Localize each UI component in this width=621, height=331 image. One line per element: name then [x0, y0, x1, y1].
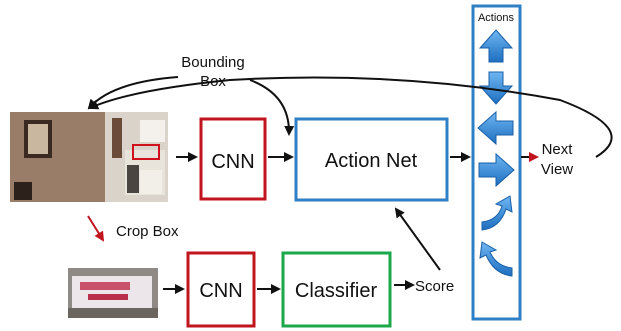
input-scene-image — [10, 112, 168, 202]
up-arrow-icon — [478, 29, 514, 63]
cnn-top-label: CNN — [211, 151, 254, 173]
next-view-label-line1: Next — [542, 141, 574, 158]
bounding-box-label-line1: Bounding — [181, 54, 244, 71]
bounding-box-to-actionnet-arrow — [249, 79, 295, 136]
cnn-bottom-label: CNN — [199, 280, 242, 302]
down-arrow-icon — [478, 71, 514, 105]
right-arrow-icon — [478, 152, 515, 188]
action-net-box — [294, 117, 449, 202]
cropped-object-image — [68, 268, 158, 318]
crop-box-label: Crop Box — [116, 223, 179, 240]
left-arrow-icon — [477, 110, 514, 146]
bounding-box-marker — [132, 144, 160, 160]
cnn-bottom-box — [186, 251, 256, 328]
classifier-label: Classifier — [295, 280, 378, 302]
score-label: Score — [415, 278, 454, 295]
score-to-actionnet-arrow — [394, 207, 441, 271]
rotate-counterclockwise-arrow-icon — [479, 241, 513, 277]
actions-title: Actions — [478, 12, 515, 24]
classifier-box — [281, 251, 392, 328]
crop-box-arrow — [87, 215, 105, 242]
next-view-label-line2: View — [541, 161, 573, 178]
cnn-top-box — [199, 117, 267, 201]
bounding-box-label-line2: Box — [200, 73, 226, 90]
rotate-clockwise-arrow-icon — [481, 195, 513, 231]
action-net-label: Action Net — [325, 150, 418, 172]
next-view-loop-arrow — [88, 76, 613, 158]
